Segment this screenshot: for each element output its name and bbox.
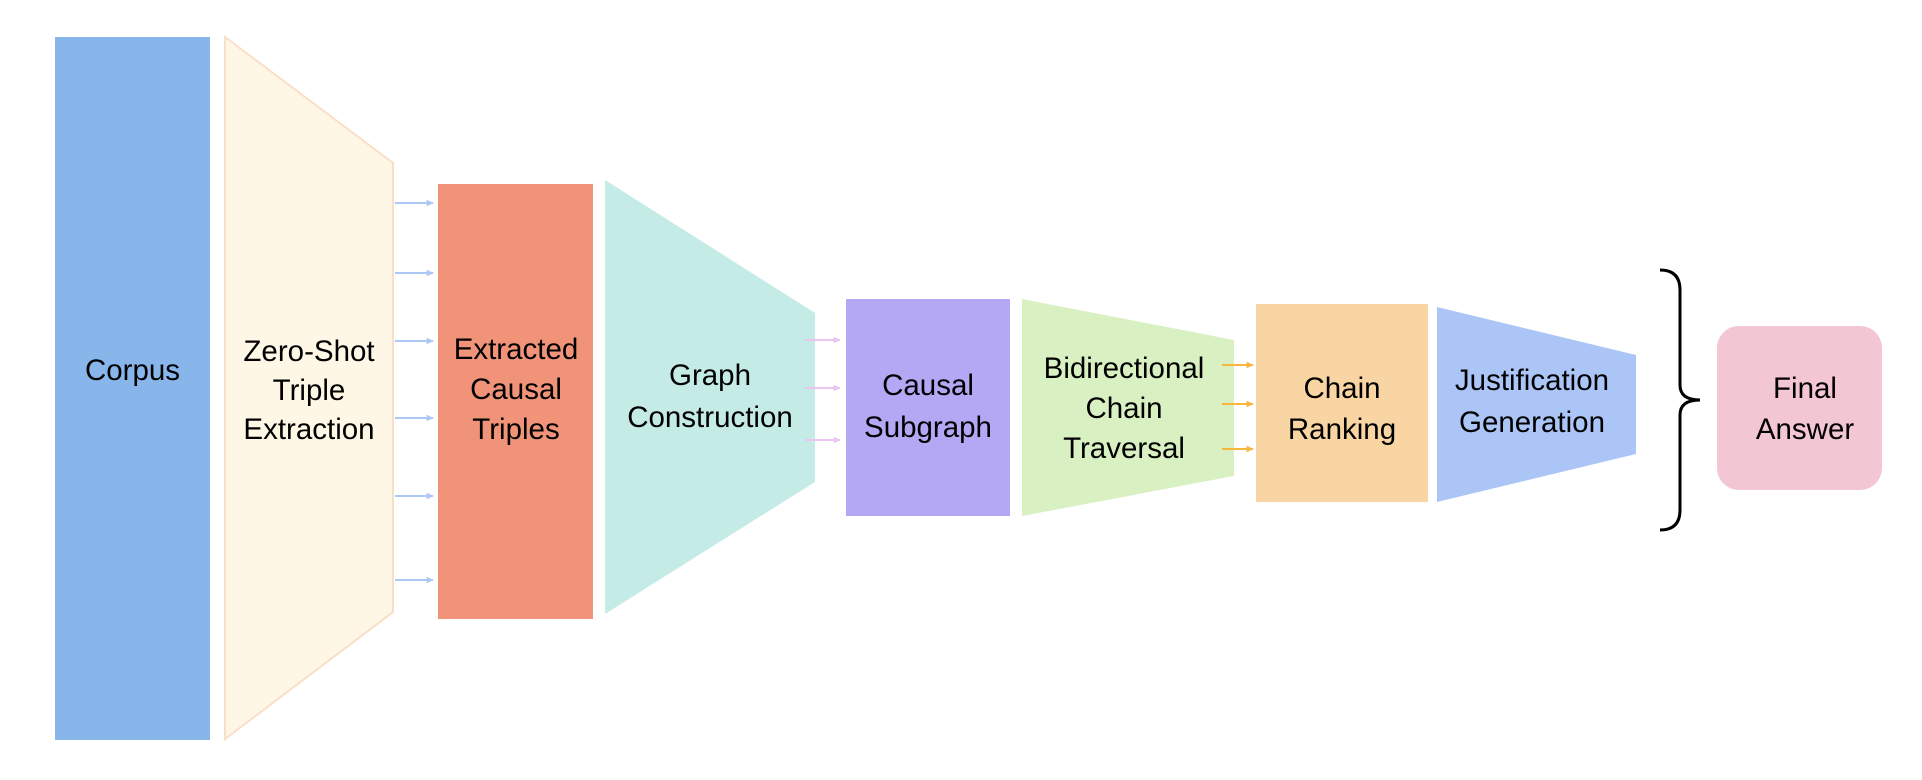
label-line: Triple <box>273 374 346 407</box>
extracted-triples-box <box>438 184 593 619</box>
label-line: Graph <box>669 359 751 392</box>
triple-extraction-shape <box>224 35 394 742</box>
label-line: Extracted <box>454 333 579 366</box>
final-answer-box <box>1717 326 1882 490</box>
chain-ranking-box <box>1256 304 1428 502</box>
label-line: Subgraph <box>864 411 992 444</box>
label-line: Bidirectional <box>1044 352 1205 385</box>
grouping-brace <box>1659 268 1701 532</box>
label-line: Final <box>1773 372 1837 405</box>
justification-shape <box>1437 307 1636 502</box>
chain-traversal-shape <box>1022 299 1234 516</box>
corpus-box <box>55 37 210 740</box>
graph-construction-shape <box>605 180 815 614</box>
label-line: Answer <box>1756 413 1855 446</box>
label-line: Generation <box>1459 406 1605 439</box>
causal-subgraph-box <box>846 299 1010 516</box>
label-line: Chain <box>1085 392 1162 425</box>
label-line: Triples <box>472 413 559 446</box>
corpus-label: Corpus <box>85 354 180 387</box>
label-line: Justification <box>1455 364 1609 397</box>
label-line: Traversal <box>1063 432 1185 465</box>
traversal-arrows <box>1222 361 1254 453</box>
label-line: Chain <box>1303 372 1380 405</box>
construction-arrows <box>805 336 841 444</box>
label-line: Corpus <box>85 354 180 387</box>
label-line: Causal <box>882 369 974 402</box>
label-line: Extraction <box>243 413 374 446</box>
corpus-stage: Corpus <box>55 37 210 740</box>
label-line: Causal <box>470 373 562 406</box>
label-line: Zero-Shot <box>243 335 374 368</box>
label-line: Construction <box>627 401 793 434</box>
extraction-arrows <box>395 199 434 584</box>
label-line: Ranking <box>1288 413 1396 446</box>
